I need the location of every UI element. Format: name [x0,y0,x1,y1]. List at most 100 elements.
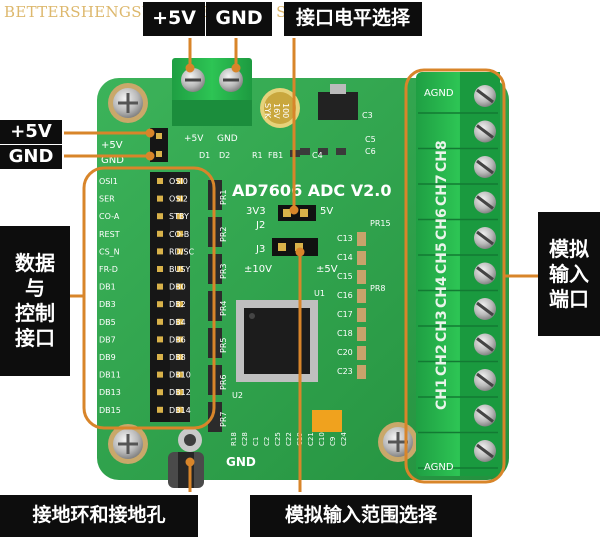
callout-analog-input: 模拟输入端口 [538,212,600,336]
silk-gnd: GND [101,155,124,166]
ad7606-chip [236,300,318,382]
cap-text: 100 [281,103,290,118]
pr-label: PR5 [219,338,228,353]
bottom-ref: R18 [230,432,238,446]
right-pin-label: DB14 [169,406,191,415]
mounting-holes [108,83,418,464]
analog-input-terminal [416,72,500,476]
pr-label: PR4 [219,301,228,316]
left-pin-label: CO-A [99,212,120,221]
callout-gnd-left: GND [0,145,62,169]
callout-range-select: 模拟输入范围选择 [250,495,472,537]
right-pin-label: DB2 [169,300,186,309]
cap-label: C13 [337,234,353,243]
left-pin-label: DB7 [99,335,116,344]
bottom-ref: C24 [340,432,348,446]
left-pin-label: DB1 [99,283,116,292]
board-title: AD7606 ADC V2.0 [232,181,391,200]
cap-text: 16V [272,103,281,119]
right-pin-label: DB6 [169,335,186,344]
silk-term-gnd: GND [217,134,238,144]
jumper-j2: J2 [255,220,265,231]
ref-d1: D1 [199,151,210,160]
power-terminal-block [172,58,252,126]
ref-r1: R1 [252,151,263,160]
callout-plus5v-left: +5V [0,120,62,144]
jumper-3v3: 3V3 [246,206,266,217]
ref-d2: D2 [219,151,230,160]
silk-plus5v: +5V [101,140,123,151]
jumper-5v-range: ±5V [316,264,338,275]
left-pin-label: SER [99,195,115,204]
channel-label: CH8 [434,140,450,172]
bottom-ref: C21 [307,432,315,446]
cap-label: C14 [337,253,353,262]
right-pin-label: BUSY [169,265,190,274]
right-pin-label: OSI2 [169,195,188,204]
bottom-ref: C1 [252,437,260,446]
channel-label: CH2 [434,344,450,376]
bottom-ref: C2 [263,437,271,446]
left-pin-label: CS_N [99,247,120,256]
pr-label: PR3 [219,264,228,279]
power-pin-header [150,128,168,162]
bottom-ref: C22 [285,432,293,446]
u1-label: U1 [314,289,325,298]
callout-ground-ring: 接地环和接地孔 [0,495,198,537]
bottom-ref: C10 [318,432,326,446]
left-pin-label: DB13 [99,388,121,397]
right-pin-label: DB4 [169,318,186,327]
right-pin-label: DB10 [169,371,191,380]
silk-term-plus5v: +5V [184,134,204,144]
callout-gnd-top: GND [206,2,272,36]
channel-label: CH6 [434,208,450,240]
left-pin-label: DB9 [99,353,116,362]
gnd-bottom: GND [226,455,256,469]
cap-label: C15 [337,272,353,281]
left-pin-label: OSI1 [99,177,118,186]
ref-c3: C3 [362,111,373,120]
right-pin-label: OSI0 [169,177,188,186]
agnd-top: AGND [424,88,454,99]
jumper-10v: ±10V [244,264,272,275]
right-pin-label: DB12 [169,388,191,397]
cap-label: C20 [337,348,353,357]
right-pin-label: STBY [169,212,189,221]
pr-label: PR6 [219,375,228,390]
ref-fb1: FB1 [268,151,283,160]
voltage-regulator [318,92,358,120]
pr-label: PR7 [219,412,228,427]
left-pin-label: DB15 [99,406,121,415]
pr-label: PR1 [219,190,228,205]
left-pin-label: REST [99,230,120,239]
agnd-bottom: AGND [424,462,454,473]
channel-label: CH3 [434,310,450,342]
annotation-lines [64,38,538,492]
cap-text: SYK [263,103,272,119]
bottom-ref: C25 [274,432,282,446]
cap-label: C23 [337,367,353,376]
ref-c5: C5 [365,135,376,144]
cap-label: C18 [337,329,353,338]
left-pin-label: DB3 [99,300,116,309]
pr8-label: PR8 [370,284,385,293]
left-pin-label: DB11 [99,371,121,380]
channel-label: CH7 [434,174,450,206]
right-pin-label: DB8 [169,353,186,362]
left-pin-label: DB5 [99,318,116,327]
data-control-pin-header [150,172,190,422]
right-pin-label: CO-B [169,230,189,239]
bottom-ref: C28 [241,432,249,446]
pr-label: PR2 [219,227,228,242]
callout-level-select: 接口电平选择 [284,2,422,36]
channel-label: CH4 [434,276,450,308]
channel-label: CH1 [434,378,450,410]
u2-label: U2 [232,391,243,400]
cap-label: C16 [337,291,353,300]
pr15-label: PR15 [370,219,391,228]
electrolytic-capacitor [260,88,300,128]
callout-plus5v-top: +5V [143,2,205,36]
bottom-ref: C9 [329,437,337,446]
channel-label: CH5 [434,242,450,274]
